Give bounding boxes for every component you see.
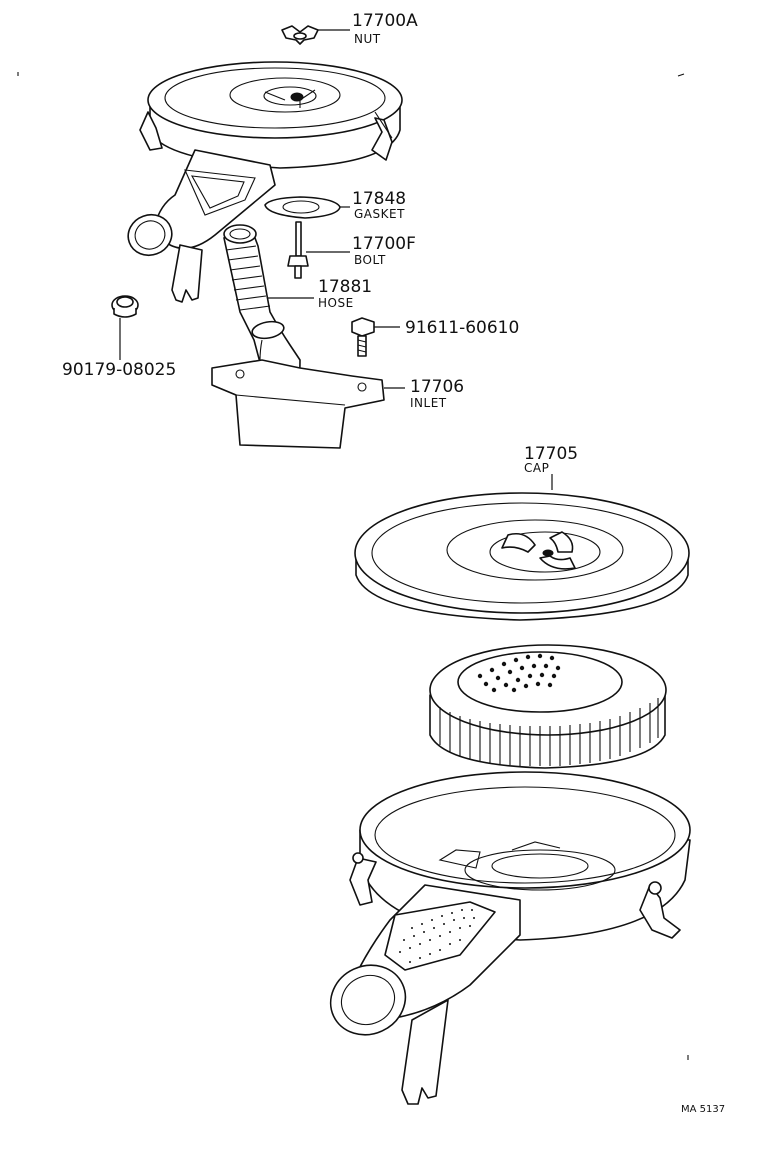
- cap-part-number: 17705: [524, 444, 578, 464]
- inlet-part-name: INLET: [410, 396, 447, 410]
- screw-part-number: 91611-60610: [405, 318, 519, 338]
- grommet-part: [111, 295, 139, 360]
- grommet-part-number: 90179-08025: [62, 360, 176, 380]
- air-cleaner-housing-part: [329, 771, 691, 1105]
- cap-part-name: CAP: [524, 461, 549, 475]
- wing-nut-part: [281, 25, 350, 45]
- cap-part: [354, 492, 690, 621]
- inlet-part-number: 17706: [410, 377, 464, 397]
- inlet-part: [211, 359, 405, 449]
- hose-part-name: HOSE: [318, 296, 354, 310]
- nut-part-number: 17700A: [352, 11, 418, 31]
- stud-bolt-part: [287, 221, 350, 279]
- hose-part-number: 17881: [318, 277, 372, 297]
- assembled-air-cleaner: [127, 61, 403, 303]
- gasket-part-name: GASKET: [354, 207, 405, 221]
- bolt-part-name: BOLT: [354, 253, 386, 267]
- nut-part-name: NUT: [354, 32, 381, 46]
- filter-element-part: [429, 644, 667, 769]
- bolt-part-number: 17700F: [352, 234, 416, 254]
- hex-bolt-part: [351, 317, 400, 357]
- drawing-code: MA 5137: [681, 1104, 725, 1115]
- gasket-part-number: 17848: [352, 189, 406, 209]
- gasket-part: [264, 196, 350, 219]
